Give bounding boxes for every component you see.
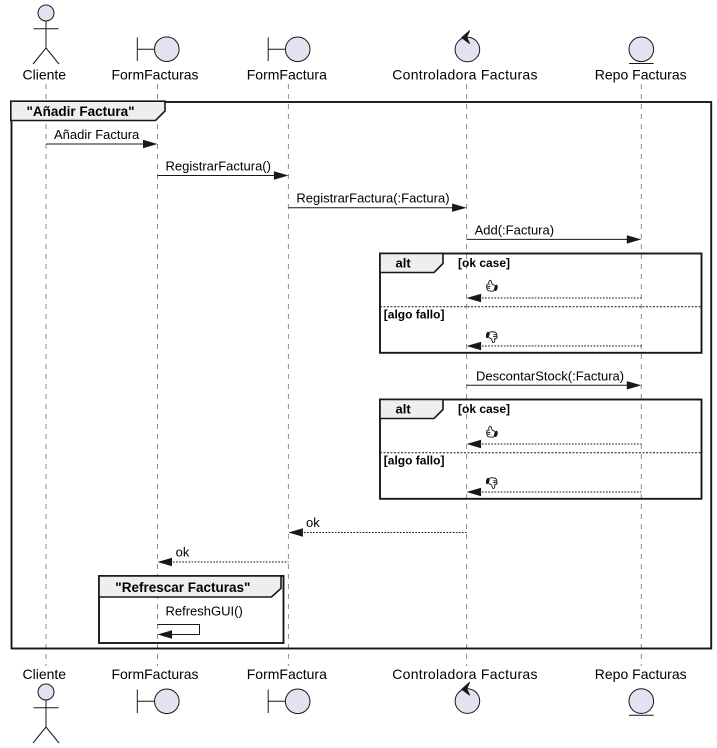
svg-text:Cliente: Cliente — [23, 666, 67, 682]
svg-text:RegistrarFactura(): RegistrarFactura() — [166, 159, 271, 174]
svg-text:"Refrescar Facturas": "Refrescar Facturas" — [115, 580, 250, 595]
svg-text:Controladora Facturas: Controladora Facturas — [392, 666, 538, 682]
svg-text:[algo fallo]: [algo fallo] — [384, 308, 445, 322]
svg-text:Repo Facturas: Repo Facturas — [595, 666, 687, 682]
svg-text:Add(:Factura): Add(:Factura) — [475, 222, 554, 237]
svg-text:[ok case]: [ok case] — [458, 402, 510, 416]
svg-text:ok: ok — [306, 515, 320, 530]
svg-text:RefreshGUI(): RefreshGUI() — [166, 604, 243, 619]
svg-text:alt: alt — [396, 402, 412, 417]
svg-text:ok: ok — [176, 545, 190, 560]
svg-text:Controladora Facturas: Controladora Facturas — [392, 67, 538, 83]
svg-text:alt: alt — [396, 256, 412, 271]
svg-text:FormFacturas: FormFacturas — [111, 666, 198, 682]
svg-text:FormFactura: FormFactura — [247, 666, 327, 682]
svg-text:DescontarStock(:Factura): DescontarStock(:Factura) — [476, 368, 624, 383]
svg-text:FormFactura: FormFactura — [247, 67, 327, 83]
svg-text:[algo fallo]: [algo fallo] — [384, 454, 445, 468]
svg-text:[ok case]: [ok case] — [458, 256, 510, 270]
svg-text:Repo Facturas: Repo Facturas — [595, 67, 687, 83]
svg-text:Añadir Factura: Añadir Factura — [54, 127, 140, 142]
svg-text:FormFacturas: FormFacturas — [111, 67, 198, 83]
svg-text:RegistrarFactura(:Factura): RegistrarFactura(:Factura) — [296, 191, 449, 206]
svg-text:Cliente: Cliente — [23, 67, 67, 83]
svg-text:"Añadir Factura": "Añadir Factura" — [27, 104, 135, 119]
